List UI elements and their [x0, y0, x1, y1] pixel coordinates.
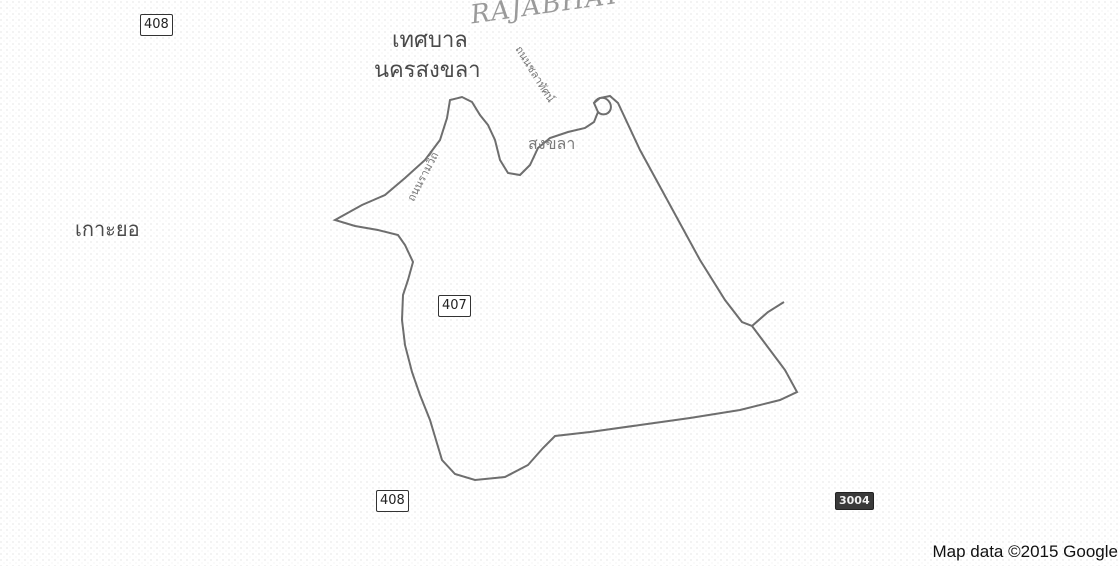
map-attribution: Map data ©2015 Google [932, 542, 1118, 561]
road-shield-3004[interactable]: 3004 [835, 492, 874, 510]
island-label: เกาะยอ [75, 217, 140, 241]
municipality-label-line1: เทศบาล [392, 28, 468, 53]
municipality-label-line2: นครสงขลา [374, 58, 481, 83]
district-label: สงขลา [528, 134, 576, 153]
road-shield-408-bottom[interactable]: 408 [376, 490, 409, 512]
road-shield-408-top[interactable]: 408 [140, 14, 173, 36]
road-shield-407[interactable]: 407 [438, 295, 471, 317]
